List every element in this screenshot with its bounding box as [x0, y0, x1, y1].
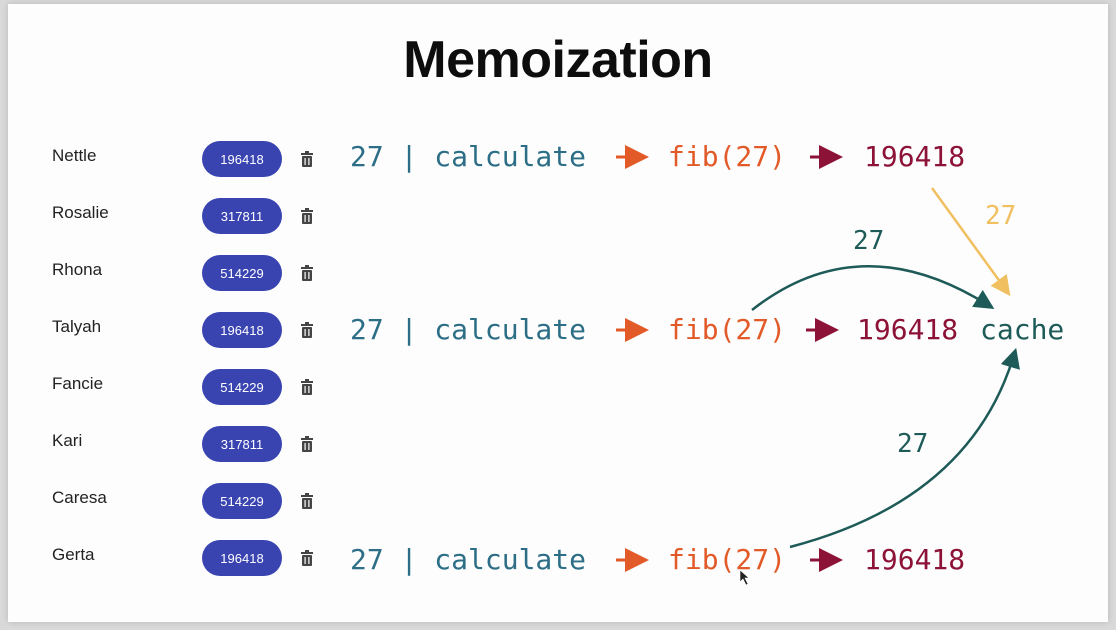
flow-call: fib(27) [668, 140, 787, 173]
trash-icon[interactable] [298, 207, 316, 225]
slide [8, 4, 1108, 622]
value-pill[interactable]: 317811 [202, 426, 282, 462]
trash-icon[interactable] [298, 549, 316, 567]
arrow-label-bottom-green: 27 [897, 429, 929, 459]
arrow-to-cache-top [751, 264, 995, 311]
row-name: Talyah [52, 317, 102, 336]
row-name: Caresa [52, 488, 107, 507]
trash-icon[interactable] [298, 264, 316, 282]
trash-icon[interactable] [298, 321, 316, 339]
flow-call: fib(27) [668, 543, 787, 576]
flow-input: 27 | calculate [350, 313, 587, 346]
slide-title: Memoization [403, 31, 713, 89]
arrow-label-yellow: 27 [985, 201, 1017, 231]
trash-icon[interactable] [298, 492, 316, 510]
row-name: Rhona [52, 260, 103, 279]
value-pill[interactable]: 514229 [202, 483, 282, 519]
row-name: Gerta [52, 545, 95, 564]
value-pill[interactable]: 196418 [202, 540, 282, 576]
value-pill[interactable]: 514229 [202, 255, 282, 291]
arrow-to-cache-yellow [930, 187, 1011, 297]
flow-input: 27 | calculate [350, 140, 587, 173]
trash-icon[interactable] [298, 378, 316, 396]
trash-icon[interactable] [298, 150, 316, 168]
flow-result: 196418 [864, 543, 966, 576]
row-name: Kari [52, 431, 83, 450]
arrow-to-cache-bottom [789, 347, 1020, 549]
arrow-label-top-green: 27 [853, 226, 885, 256]
cache-label: cache [980, 313, 1065, 346]
trash-icon[interactable] [298, 435, 316, 453]
flow-call: fib(27) [668, 313, 787, 346]
value-pill[interactable]: 196418 [202, 312, 282, 348]
row-name: Fancie [52, 374, 104, 393]
value-pill[interactable]: 196418 [202, 141, 282, 177]
flow-result: 196418 [857, 313, 959, 346]
flow-input: 27 | calculate [350, 543, 587, 576]
row-name: Nettle [52, 146, 97, 165]
value-pill[interactable]: 317811 [202, 198, 282, 234]
cursor-icon [739, 569, 750, 586]
flow-result: 196418 [864, 140, 966, 173]
value-pill[interactable]: 514229 [202, 369, 282, 405]
row-name: Rosalie [52, 203, 109, 222]
